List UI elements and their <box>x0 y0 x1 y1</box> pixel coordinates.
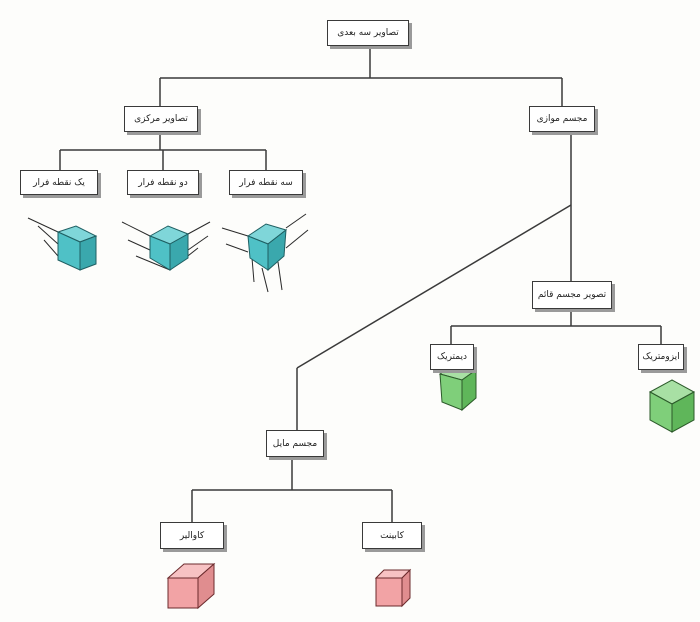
node-two-point: دو نقطه فرار <box>127 170 199 195</box>
node-root: تصاویر سه بعدی <box>327 20 409 46</box>
node-cabinet: کابینت <box>362 522 422 549</box>
two-point-perspective-cube <box>121 221 211 271</box>
node-isometric: ایزومتریک <box>638 344 684 370</box>
node-oblique: مجسم مایل <box>266 430 324 457</box>
node-dimetric: دیمتریک <box>430 344 474 370</box>
cavalier-cube <box>166 562 216 610</box>
dimetric-cube <box>438 363 478 412</box>
node-three-point: سه نقطه فرار <box>229 170 303 195</box>
one-point-perspective-cube <box>27 217 98 271</box>
node-cavalier: کاوالیر <box>160 522 224 549</box>
node-central-projection: تصاویر مرکزی <box>124 106 198 132</box>
node-one-point: یک نقطه فرار <box>20 170 98 195</box>
node-orthogonal: تصویر مجسم قائم <box>532 281 612 309</box>
isometric-cube <box>648 379 696 433</box>
cabinet-cube <box>374 568 412 608</box>
three-point-perspective-cube <box>221 213 309 293</box>
node-parallel-projection: مجسم موازی <box>529 106 595 132</box>
